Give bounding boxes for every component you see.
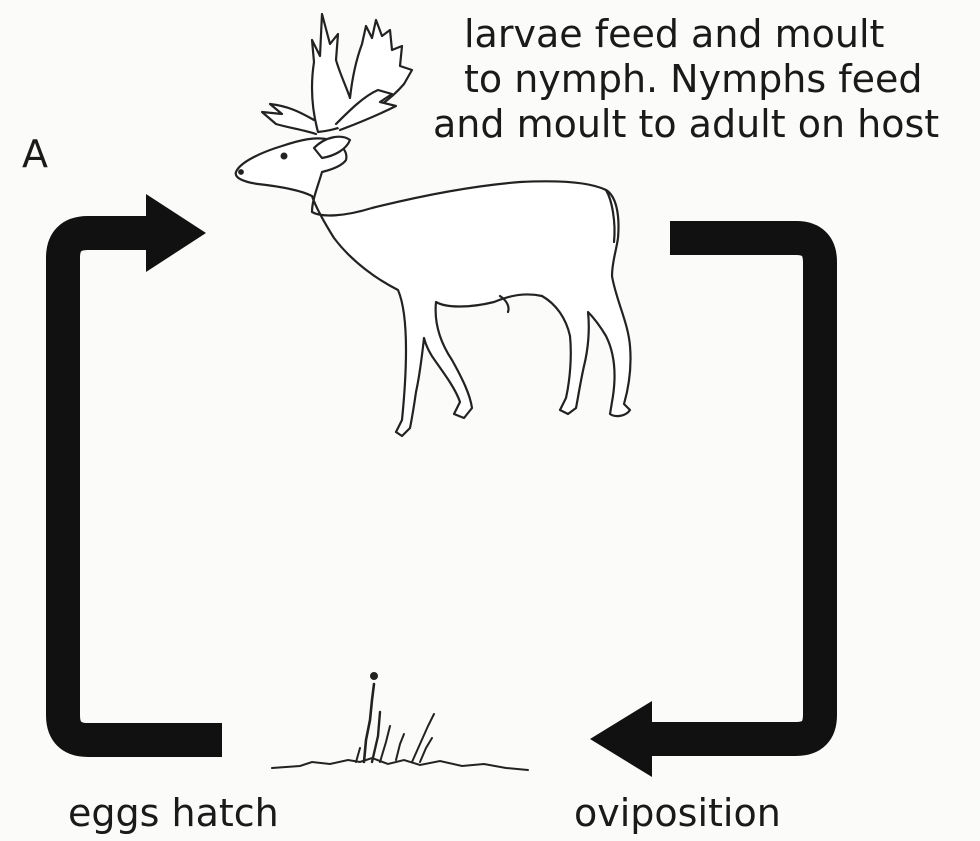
host-caption-line-2: to nymph. Nymphs feed: [433, 57, 939, 102]
host-caption-line-3: and moult to adult on host: [433, 102, 939, 147]
grass-tuft-illustration: [272, 673, 528, 770]
panel-label: A: [22, 132, 48, 176]
eggs-hatch-label: eggs hatch: [68, 791, 279, 835]
host-caption-line-1: larvae feed and moult: [433, 12, 939, 57]
host-stage-caption: larvae feed and moult to nymph. Nymphs f…: [433, 12, 939, 147]
left-cycle-arrow: [63, 194, 222, 740]
oviposition-label: oviposition: [574, 791, 781, 835]
